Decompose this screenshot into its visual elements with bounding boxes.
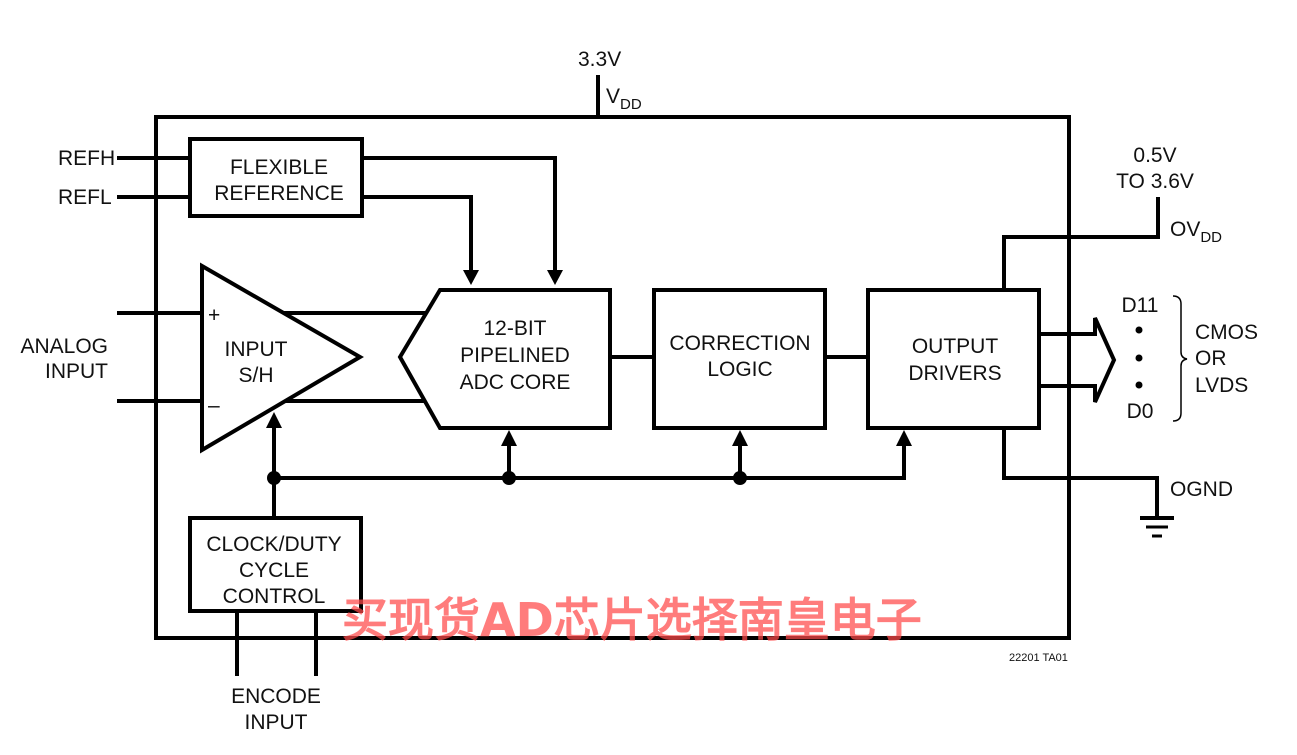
adc-core-label-2: PIPELINED (460, 344, 570, 367)
clock-control-label-1: CLOCK/DUTY (206, 533, 341, 556)
ognd-wire (1002, 428, 1159, 520)
junction-dot-2 (502, 471, 516, 485)
brace-icon (1172, 295, 1188, 422)
input-sh-label-1: INPUT (225, 338, 288, 361)
ovdd-range-label-2: TO 3.6V (1116, 170, 1194, 193)
ovdd-wire (1002, 197, 1160, 290)
correction-logic-label-2: LOGIC (707, 358, 772, 381)
msb-label: D11 (1122, 294, 1159, 317)
clock-control-block (188, 516, 363, 613)
output-format-label-2: OR (1195, 347, 1227, 370)
refl-label: REFL (58, 186, 112, 209)
flexible-reference-label-1: FLEXIBLE (230, 156, 328, 179)
input-sh-amplifier (200, 262, 364, 454)
adc-core-block (397, 288, 612, 430)
adc-core-label-1: 12-BIT (483, 317, 546, 340)
ellipsis-dot-1 (1135, 326, 1143, 334)
chip-boundary (154, 115, 1071, 640)
output-bus-arrow-icon (1039, 317, 1117, 403)
clock-control-label-2: CYCLE (239, 559, 309, 582)
lsb-label: D0 (1127, 400, 1154, 423)
ovdd-range-label-1: 0.5V (1133, 144, 1176, 167)
clock-correction-arrow-icon (732, 430, 748, 446)
flexible-reference-label-2: REFERENCE (214, 182, 344, 205)
clock-control-label-3: CONTROL (223, 585, 326, 608)
clock-output-arrow-icon (896, 430, 912, 446)
encode-input-label-2: INPUT (245, 711, 308, 734)
refh-label: REFH (58, 147, 115, 170)
junction-dot-3 (733, 471, 747, 485)
flexible-reference-block (188, 137, 364, 218)
clock-adc-arrow-icon (501, 430, 517, 446)
encode-input-label-1: ENCODE (231, 685, 321, 708)
ellipsis-dot-2 (1135, 354, 1143, 362)
output-drivers-label-2: DRIVERS (908, 362, 1001, 385)
ref-low-to-adc-wire (362, 195, 473, 272)
ref-high-arrow-icon (547, 270, 563, 285)
ovdd-label: OVDD (1170, 218, 1222, 246)
input-sh-label-2: S/H (238, 364, 273, 387)
analog-input-label-2: INPUT (45, 360, 108, 383)
ognd-label: OGND (1170, 478, 1233, 501)
figure-id: 22201 TA01 (1009, 652, 1068, 664)
junction-dot-1 (267, 471, 281, 485)
output-drivers-label-1: OUTPUT (912, 335, 999, 358)
vdd-label: VDD (606, 85, 642, 113)
correction-logic-label-1: CORRECTION (669, 332, 810, 355)
analog-input-label-1: ANALOG (20, 335, 108, 358)
clock-sh-arrow-icon (266, 412, 282, 428)
plus-sign: + (208, 304, 220, 327)
output-format-label-1: CMOS (1195, 321, 1258, 344)
output-format-label-3: LVDS (1195, 374, 1248, 397)
ellipsis-dot-3 (1135, 381, 1143, 389)
ref-low-arrow-icon (463, 270, 479, 285)
output-drivers-block (866, 288, 1041, 430)
watermark-text: 买现货AD芯片选择南皇电子 (342, 593, 922, 647)
adc-core-label-3: ADC CORE (460, 371, 571, 394)
ref-high-to-adc-wire (362, 156, 557, 272)
vdd-voltage-label: 3.3V (578, 48, 621, 71)
minus-sign: – (208, 394, 220, 417)
